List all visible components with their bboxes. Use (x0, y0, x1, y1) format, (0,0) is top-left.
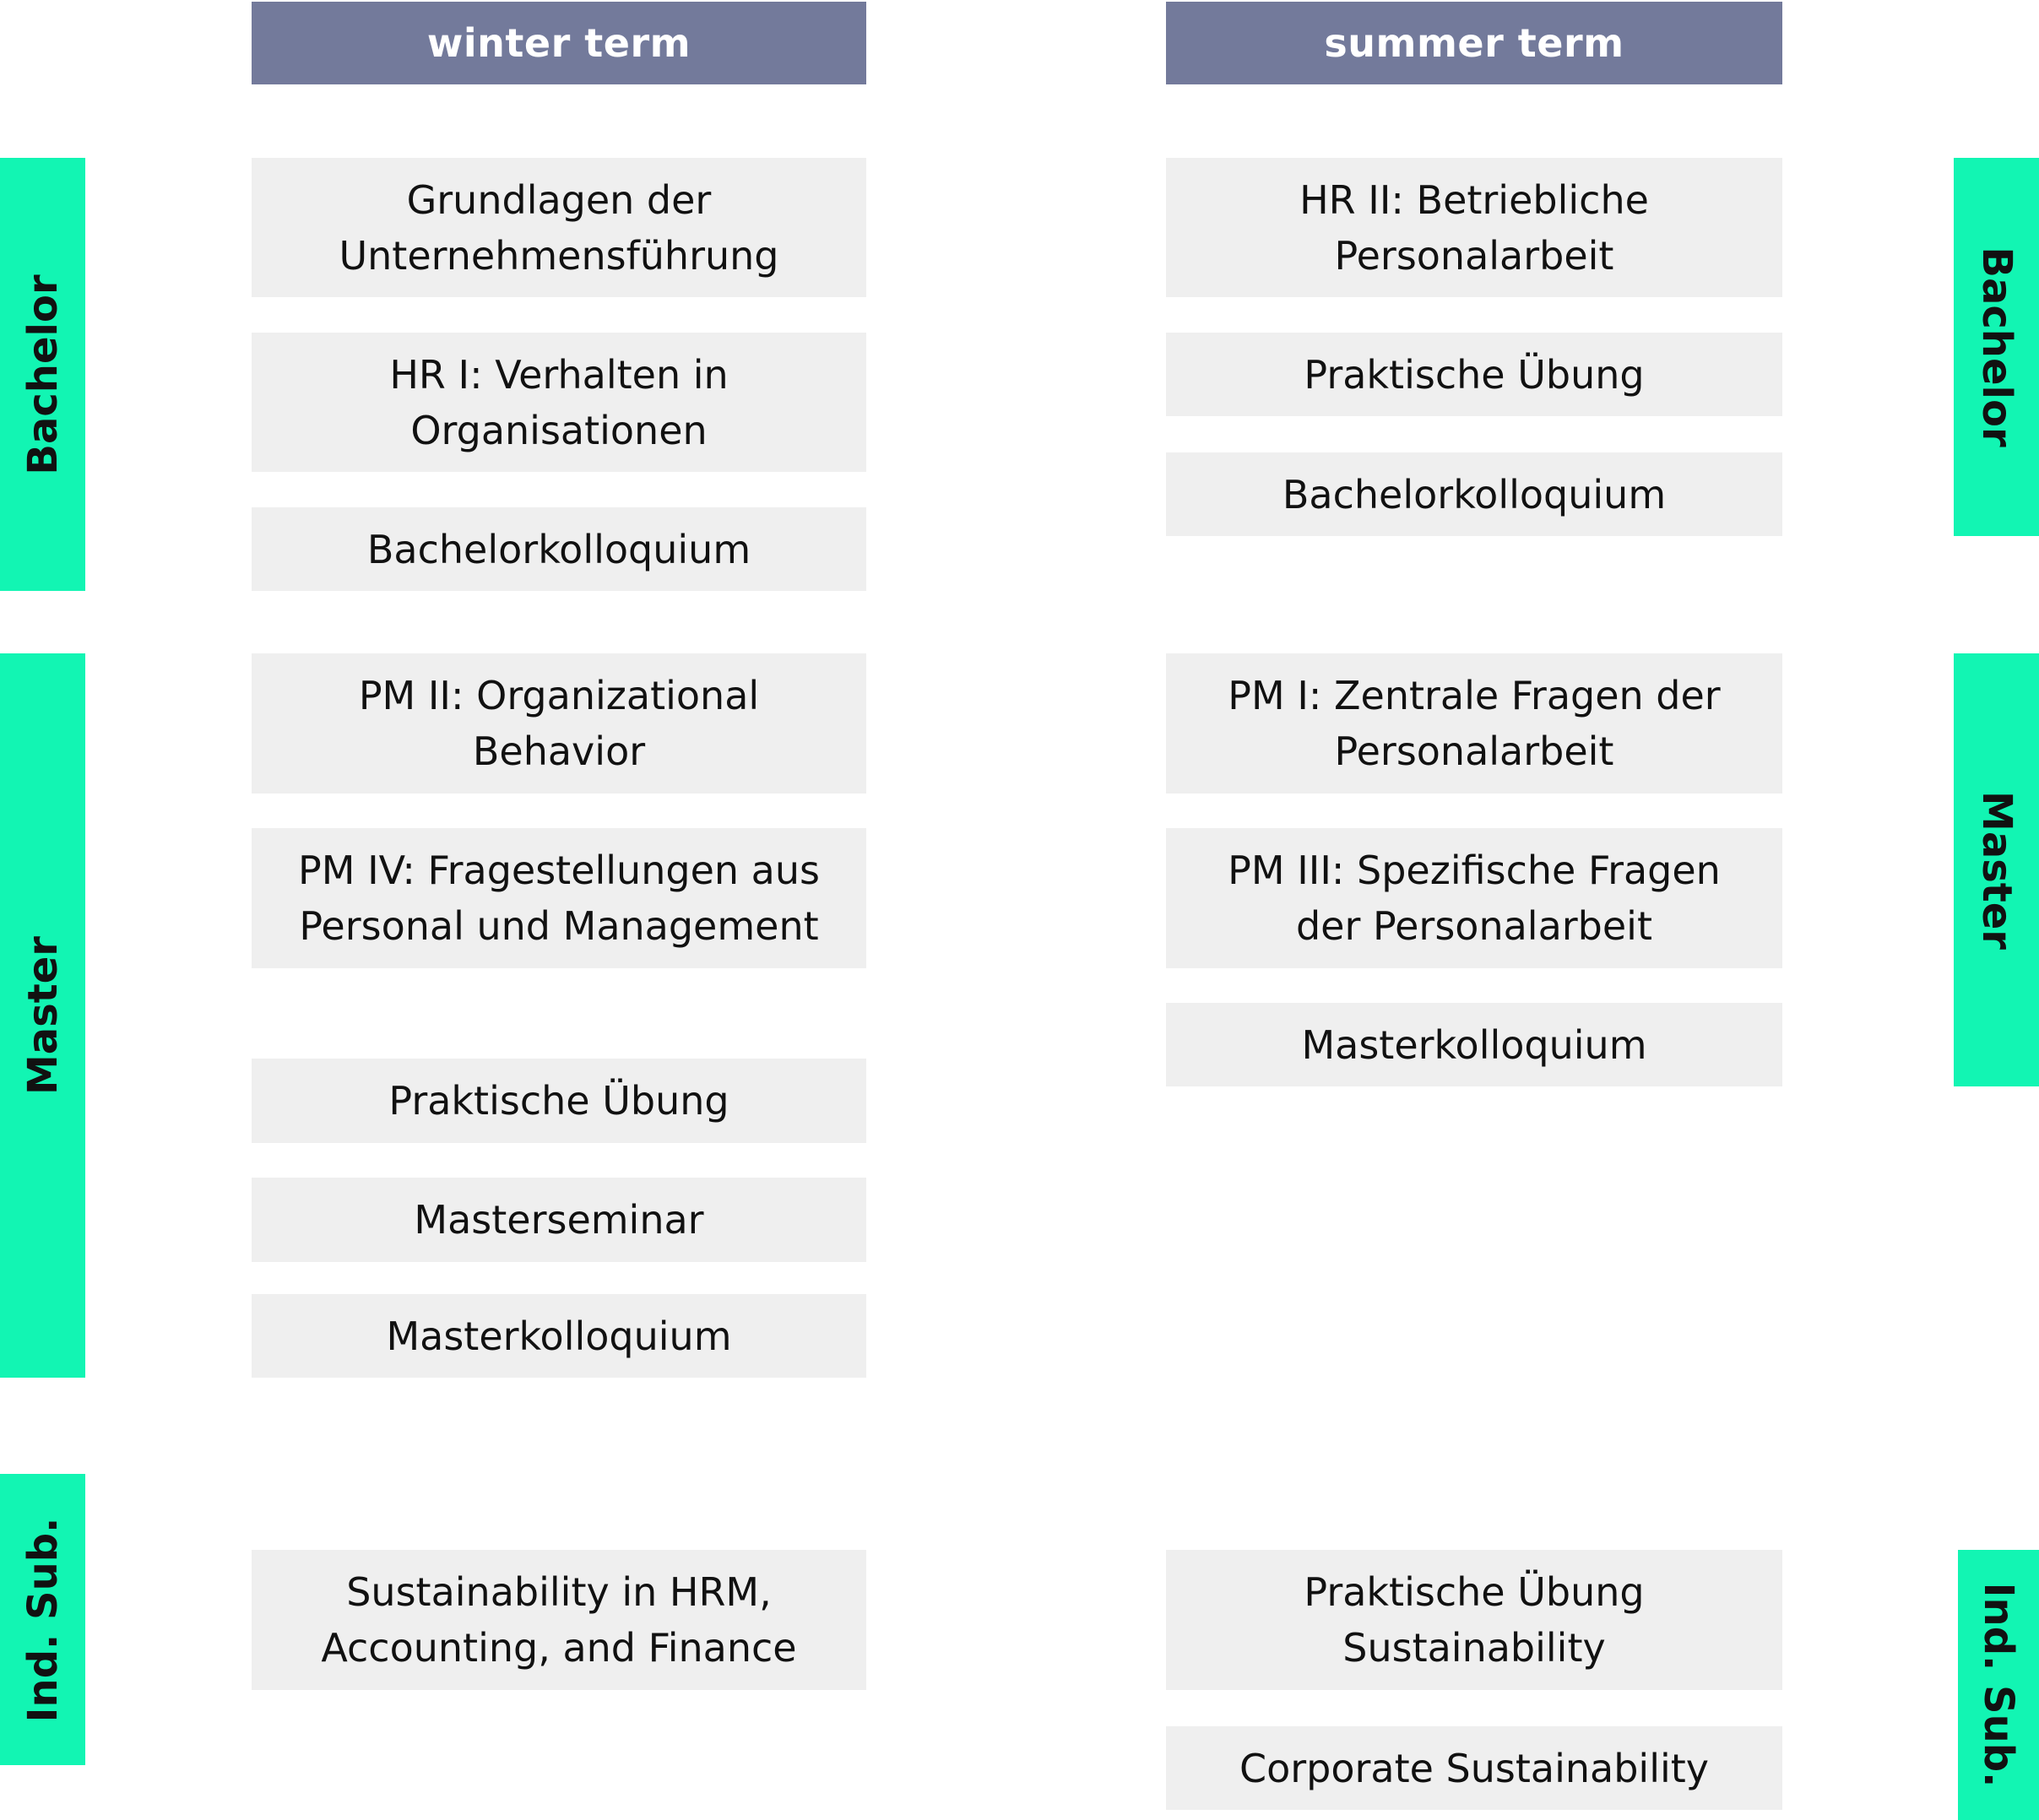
level-label-bachelor-right: Bachelor (1972, 246, 2020, 447)
course-box: Masterkolloquium (252, 1294, 866, 1378)
level-bar-bachelor-left: Bachelor (0, 158, 85, 591)
level-bar-bachelor-right: Bachelor (1954, 158, 2039, 536)
level-label-master-right: Master (1972, 790, 2020, 950)
course-box: Praktische Übung (1166, 333, 1782, 416)
course-box: Masterseminar (252, 1178, 866, 1262)
course-box: Bachelorkolloquium (1166, 452, 1782, 536)
course-box: Praktische Übung (252, 1059, 866, 1143)
course-box: Bachelorkolloquium (252, 507, 866, 591)
course-box: Praktische Übung Sustainability (1166, 1550, 1782, 1690)
course-box: PM I: Zentrale Fragen der Personalarbeit (1166, 653, 1782, 794)
level-bar-master-right: Master (1954, 653, 2039, 1086)
level-label-bachelor-left: Bachelor (19, 274, 67, 475)
course-box: HR II: Betriebliche Personalarbeit (1166, 158, 1782, 297)
course-box: Grundlagen der Unternehmensführung (252, 158, 866, 297)
course-box: Masterkolloquium (1166, 1003, 1782, 1086)
level-bar-ind-sub-left: Ind. Sub. (0, 1474, 85, 1765)
course-box: PM III: Spezifische Fragen der Personala… (1166, 828, 1782, 968)
course-box: Corporate Sustainability (1166, 1726, 1782, 1810)
level-label-ind-sub-left: Ind. Sub. (19, 1517, 67, 1722)
course-box: PM II: Organizational Behavior (252, 653, 866, 794)
summer-term-header: summer term (1166, 2, 1782, 84)
course-box: PM IV: Fragestellungen aus Personal und … (252, 828, 866, 968)
winter-term-header: winter term (252, 2, 866, 84)
level-bar-ind-sub-right: Ind. Sub. (1958, 1550, 2039, 1820)
level-bar-master-left: Master (0, 653, 85, 1378)
course-box: HR I: Verhalten in Organisationen (252, 333, 866, 472)
course-box: Sustainability in HRM, Accounting, and F… (252, 1550, 866, 1690)
level-label-ind-sub-right: Ind. Sub. (1975, 1582, 2022, 1788)
level-label-master-left: Master (19, 936, 67, 1095)
